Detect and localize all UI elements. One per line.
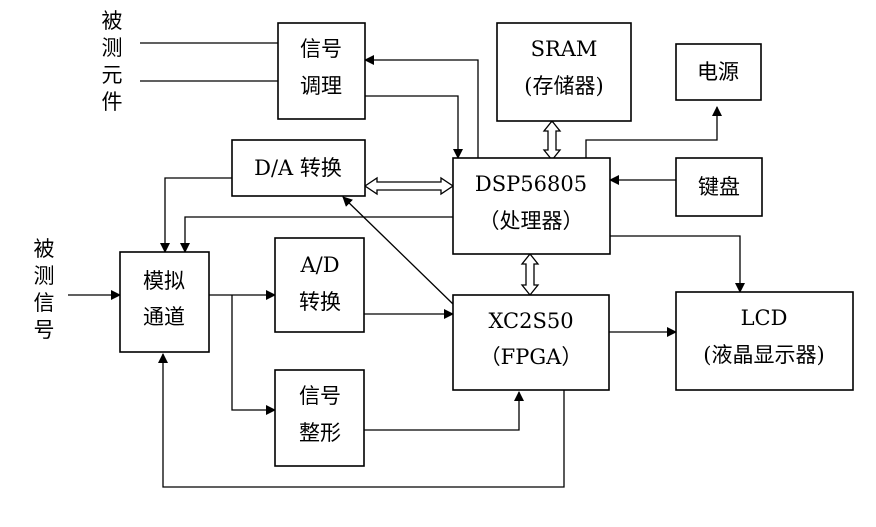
component-char-4: 件 xyxy=(102,90,123,114)
signal-char-1: 被 xyxy=(34,237,55,261)
ad-converter-line1: A/D xyxy=(299,253,339,277)
signal-conditioning-line1: 信号 xyxy=(300,37,342,61)
signal-char-2: 测 xyxy=(34,264,55,288)
ad-converter-block: A/D 转换 xyxy=(274,237,365,333)
power-block: 电源 xyxy=(675,43,762,101)
keyboard-label: 键盘 xyxy=(698,175,740,199)
sram-line1: SRAM xyxy=(531,37,598,61)
fpga-line2: （FPGA） xyxy=(480,345,583,369)
power-label: 电源 xyxy=(697,60,739,84)
lcd-block: LCD (液晶显示器) xyxy=(675,291,854,391)
sram-line2: (存储器) xyxy=(524,74,603,98)
analog-channel-line2: 通道 xyxy=(143,305,185,329)
component-char-1: 被 xyxy=(102,9,123,33)
da-dsp-bus-arrow xyxy=(363,176,455,196)
signal-conditioning-line2: 调理 xyxy=(300,74,342,98)
da-converter-block: D/A 转换 xyxy=(231,139,366,197)
fpga-line1: XC2S50 xyxy=(488,309,573,333)
component-char-2: 测 xyxy=(102,36,123,60)
signal-under-test-label: 被 测 信 号 xyxy=(34,237,55,342)
component-under-test-label: 被 测 元 件 xyxy=(102,9,123,114)
lcd-line1: LCD xyxy=(741,306,788,330)
sram-dsp-bus-arrow xyxy=(542,119,562,162)
wires xyxy=(68,42,745,488)
analog-channel-line1: 模拟 xyxy=(143,269,185,293)
signal-shaping-line2: 整形 xyxy=(299,421,341,445)
signal-conditioning-block: 信号 调理 xyxy=(277,22,366,120)
dsp-block: DSP56805 （处理器） xyxy=(452,157,611,255)
dsp-line1: DSP56805 xyxy=(475,172,587,196)
dsp-fpga-bus-arrow xyxy=(520,252,540,297)
ad-converter-line2: 转换 xyxy=(299,290,341,314)
signal-char-3: 信 xyxy=(34,291,55,315)
signal-shaping-block: 信号 整形 xyxy=(274,369,365,467)
keyboard-block: 键盘 xyxy=(675,157,763,217)
fpga-block: XC2S50 （FPGA） xyxy=(452,294,610,391)
da-converter-label: D/A 转换 xyxy=(254,156,342,180)
analog-channel-block: 模拟 通道 xyxy=(119,251,210,353)
dsp-line2: （处理器） xyxy=(479,209,584,233)
signal-shaping-line1: 信号 xyxy=(299,384,341,408)
signal-char-4: 号 xyxy=(34,318,55,342)
lcd-line2: (液晶显示器) xyxy=(703,343,824,367)
component-char-3: 元 xyxy=(102,63,123,87)
sram-block: SRAM (存储器) xyxy=(496,22,632,122)
